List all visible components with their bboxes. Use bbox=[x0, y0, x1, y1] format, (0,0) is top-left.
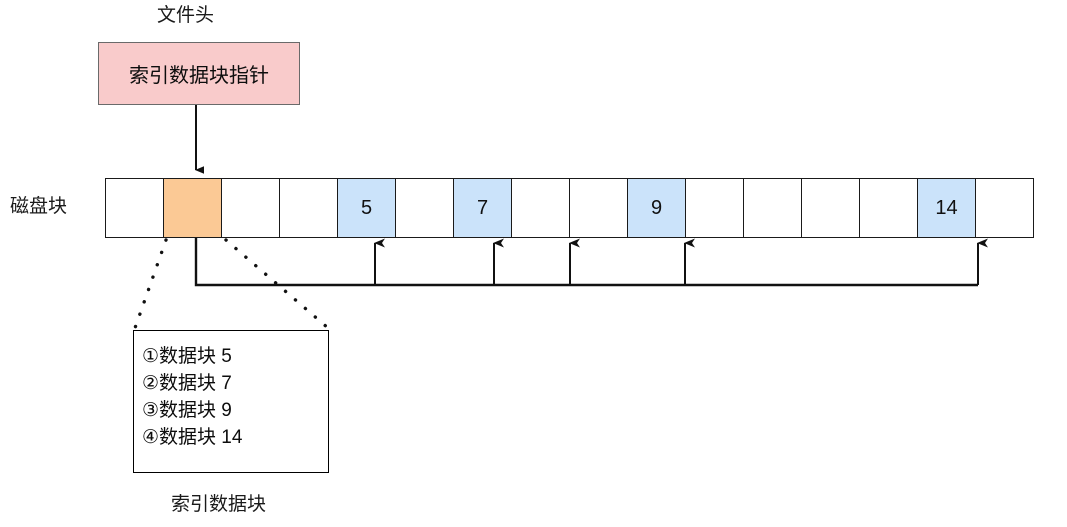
index-block-pointer-box: 索引数据块指针 bbox=[98, 42, 300, 105]
disk-cell-5 bbox=[396, 178, 454, 238]
index-entry-3: ③数据块 9 bbox=[142, 400, 232, 421]
disk-cell-0 bbox=[106, 178, 164, 238]
index-entry-2: ②数据块 7 bbox=[142, 373, 232, 394]
disk-cell-8 bbox=[570, 178, 628, 238]
disk-cell-10 bbox=[686, 178, 744, 238]
file-header-label: 文件头 bbox=[157, 5, 215, 26]
disk-cell-9: 9 bbox=[628, 178, 686, 238]
index-block-pointer-text: 索引数据块指针 bbox=[129, 65, 269, 87]
disk-cell-4: 5 bbox=[338, 178, 396, 238]
index-data-block-caption: 索引数据块 bbox=[171, 494, 267, 515]
index-bus-line bbox=[194, 238, 978, 287]
index-entry-1: ①数据块 5 bbox=[142, 346, 232, 367]
disk-cell-3 bbox=[280, 178, 338, 238]
disk-cell-1 bbox=[164, 178, 222, 238]
disk-block-row-label: 磁盘块 bbox=[10, 196, 68, 217]
disk-cell-12 bbox=[802, 178, 860, 238]
disk-cell-6: 7 bbox=[454, 178, 512, 238]
disk-cell-2 bbox=[222, 178, 280, 238]
index-data-block-box: ①数据块 5 ②数据块 7 ③数据块 9 ④数据块 14 bbox=[133, 330, 329, 473]
disk-cell-7 bbox=[512, 178, 570, 238]
disk-cell-15 bbox=[976, 178, 1034, 238]
disk-cell-11 bbox=[744, 178, 802, 238]
disk-cell-13 bbox=[860, 178, 918, 238]
expansion-leader-right bbox=[224, 238, 330, 330]
disk-cell-14: 14 bbox=[918, 178, 976, 238]
expansion-leader-left bbox=[133, 238, 168, 330]
index-entry-4: ④数据块 14 bbox=[142, 427, 243, 448]
